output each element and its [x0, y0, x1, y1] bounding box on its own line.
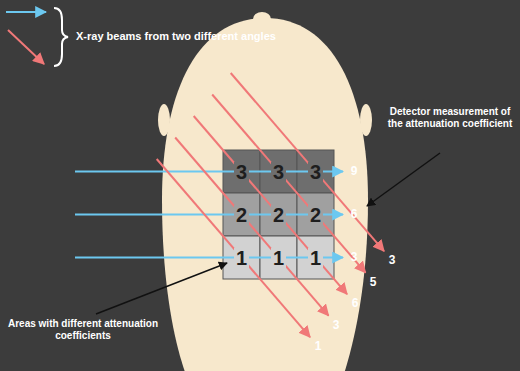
- grid-cell: 2: [223, 193, 260, 236]
- cell-value: 1: [271, 248, 286, 268]
- cell-value: 2: [234, 205, 249, 225]
- grid-cell: 3: [297, 150, 334, 193]
- detector-value: 5: [370, 275, 377, 289]
- detector-value: 6: [351, 207, 358, 221]
- legend-text: X-ray beams from two different angles: [76, 30, 276, 43]
- attenuation-grid: [223, 150, 334, 279]
- detector-value: 6: [352, 296, 359, 310]
- detector-value: 3: [351, 250, 358, 264]
- grid-cell: 3: [223, 150, 260, 193]
- cell-value: 3: [234, 162, 249, 182]
- cell-value: 1: [308, 248, 323, 268]
- head-outline: [162, 18, 368, 371]
- cell-value: 1: [234, 248, 249, 268]
- leader-arrow: [367, 153, 440, 206]
- detector-value: 1: [315, 339, 322, 353]
- cell-value: 2: [271, 205, 286, 225]
- grid-cell: 2: [260, 193, 297, 236]
- grid-cell: 1: [297, 236, 334, 279]
- grid-cell: 2: [297, 193, 334, 236]
- horizontal-beams: [75, 172, 343, 258]
- detector-value: 3: [333, 318, 340, 332]
- detector-value: 9: [351, 164, 358, 178]
- detector-value: 3: [389, 253, 396, 267]
- grid-cell: 1: [223, 236, 260, 279]
- cell-value: 3: [308, 162, 323, 182]
- diagonal-beams: [157, 73, 384, 337]
- grid-note: Areas with different attenuation coeffic…: [8, 318, 158, 342]
- blue-beam-key: [6, 11, 46, 13]
- cell-value: 3: [271, 162, 286, 182]
- detector-note: Detector measurement of the attenuation …: [384, 106, 516, 130]
- leader-arrow: [96, 263, 227, 314]
- grid-cell: 1: [260, 236, 297, 279]
- grid-cell: 3: [260, 150, 297, 193]
- red-beam-key: [8, 30, 44, 64]
- brace: [54, 8, 68, 66]
- cell-value: 2: [308, 205, 323, 225]
